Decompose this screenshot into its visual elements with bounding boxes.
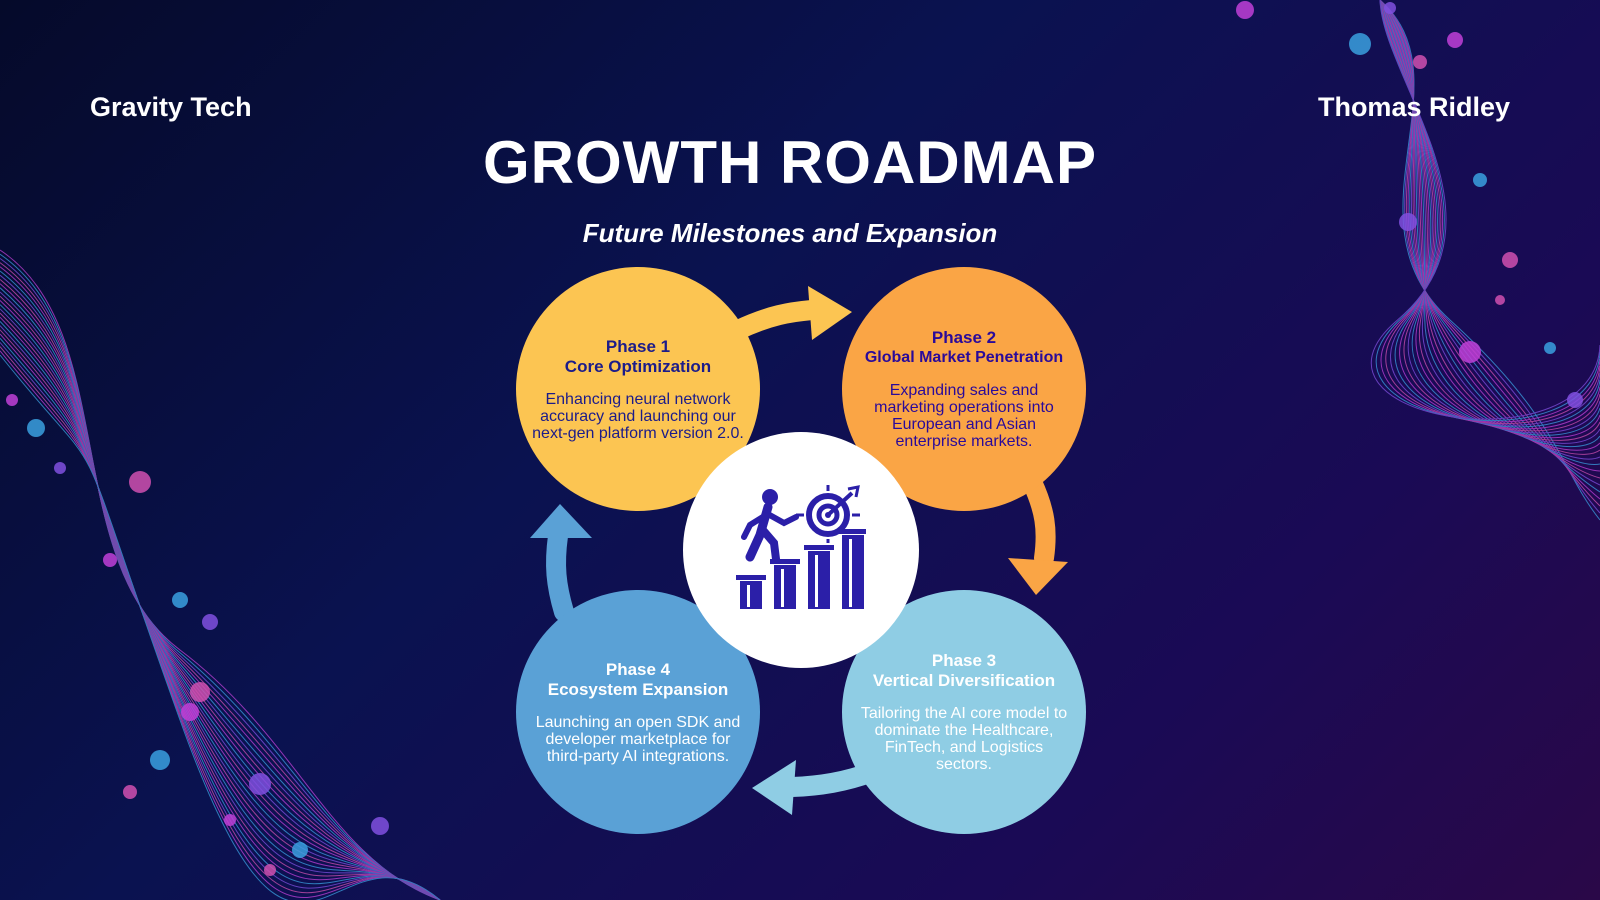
phase-1-number: Phase 1	[605, 336, 671, 356]
phase-4-name: Ecosystem Expansion	[547, 679, 729, 699]
phase-3-number: Phase 3	[931, 651, 997, 670]
page-subtitle: Future Milestones and Expansion	[582, 218, 998, 248]
growth-target-icon	[736, 485, 866, 609]
center-hub	[683, 432, 919, 668]
page-title: GROWTH ROADMAP	[483, 129, 1097, 196]
arrow-phase3-to-phase4	[752, 760, 882, 815]
presenter-name: Thomas Ridley	[1317, 92, 1510, 122]
arrow-phase1-to-phase2	[728, 286, 852, 340]
phase-3-name: Vertical Diversification	[872, 671, 1056, 690]
phase-2-description: Expanding sales and marketing operations…	[874, 382, 1054, 450]
arrow-phase2-to-phase3	[1008, 472, 1068, 595]
phase-2-name: Global Market Penetration	[864, 349, 1064, 366]
phase-2-number: Phase 2	[931, 328, 997, 347]
arrow-phase4-to-phase1	[530, 504, 592, 622]
company-name: Gravity Tech	[90, 92, 252, 122]
phase-4-description: Launching an open SDK and developer mark…	[535, 713, 741, 765]
phase-4-number: Phase 4	[605, 659, 671, 679]
phase-3-description: Tailoring the AI core model to dominate …	[860, 705, 1068, 773]
phase-1-name: Core Optimization	[564, 356, 712, 376]
phase-1-description: Enhancing neural network accuracy and la…	[532, 390, 744, 442]
